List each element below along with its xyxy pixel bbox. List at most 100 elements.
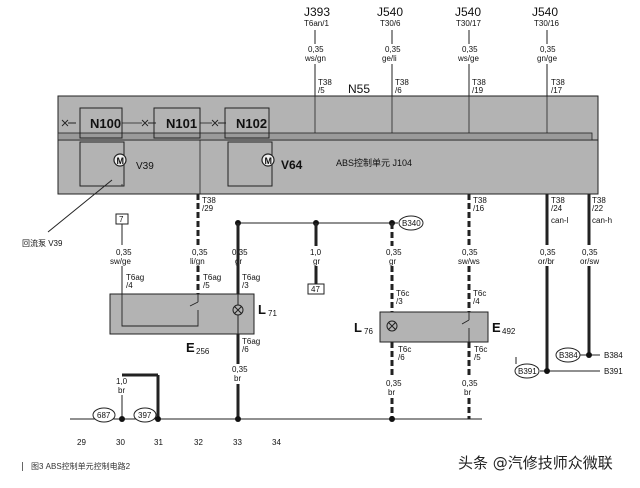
module-title: ABS控制单元 J104 (336, 157, 412, 168)
pin-sub: /24 (551, 204, 563, 213)
wire-color: ws/ge (457, 54, 479, 63)
svg-text:M: M (117, 156, 125, 166)
wire-color: gn/ge (537, 54, 558, 63)
pin-label: T38 (551, 196, 565, 205)
junction-dot (544, 368, 550, 374)
switch-icon (461, 312, 470, 342)
junction-dot (155, 416, 161, 422)
lamp-label-l71-sub: 71 (268, 309, 277, 318)
pin-sub: /22 (592, 204, 604, 213)
switch-icon (189, 294, 199, 318)
wire-size: 0,35 (232, 365, 248, 374)
wire-size: 0,35 (462, 379, 478, 388)
switch-lamp-box-left (109, 293, 255, 335)
pin-sub: /4 (473, 297, 480, 306)
wire-size: 1,0 (310, 248, 322, 257)
pin-sub: /4 (126, 281, 133, 290)
scale-number: 31 (154, 438, 163, 447)
pump-label: 回流泵 V39 (22, 238, 63, 248)
pin-sub: /3 (242, 281, 249, 290)
wire-size: 0,35 (386, 379, 402, 388)
wire-color: or/br (538, 257, 555, 266)
pin-label: T38 (473, 196, 487, 205)
connector-ref: J393 (304, 5, 330, 19)
pin-label: T38 (202, 196, 216, 205)
ref-7-label: 7 (119, 215, 124, 224)
pin-label: T6ag (203, 273, 221, 282)
wire-color: ws/gn (304, 54, 326, 63)
b384-label: B384 (559, 351, 578, 360)
pin-sub: /6 (242, 345, 249, 354)
switch-label-e492: E (492, 320, 501, 335)
wire-size: 0,35 (462, 248, 478, 257)
scale-numbers: 29 30 31 32 33 34 (77, 438, 281, 447)
can-label: can-l (551, 216, 569, 225)
valve-label-n102: N102 (236, 116, 267, 131)
wire-color: sw/ge (110, 257, 131, 266)
wire-size: 0,35 (462, 45, 478, 54)
pin-sub: /17 (551, 86, 563, 95)
motor-label-v39: V39 (136, 161, 154, 172)
ref-397 (133, 407, 157, 423)
connector-sub: T30/16 (534, 19, 559, 28)
pin-label: T6c (398, 345, 411, 354)
wire-size: 0,35 (385, 45, 401, 54)
b340-label: B340 (402, 219, 421, 228)
pin-label: T6ag (242, 273, 260, 282)
figure-caption: 图3 ABS控制单元控制电路2 (22, 461, 130, 472)
wire-size: 0,35 (116, 248, 132, 257)
pin-label: T38 (472, 78, 486, 87)
wire-size: 0,35 (308, 45, 324, 54)
pin-sub: /29 (202, 204, 214, 213)
caption-text: 图3 ABS控制单元控制电路2 (31, 462, 131, 471)
pin-sub: /6 (398, 353, 405, 362)
pin-label: T38 (592, 196, 606, 205)
switch-lamp-box-right (379, 311, 489, 343)
b391-text: B391 (604, 367, 623, 376)
wire-size: 0,35 (540, 248, 556, 257)
pin-sub: /5 (474, 353, 481, 362)
pin-label: T6c (396, 289, 409, 298)
wire-color: gr (313, 257, 320, 266)
lamp-label-l76: L (354, 320, 362, 335)
wire-color: br (388, 388, 395, 397)
wire-color: br (118, 386, 125, 395)
motor-label-v64: V64 (281, 158, 303, 172)
pump-callout-line (47, 179, 113, 233)
scale-number: 34 (272, 438, 281, 447)
wire-size: 0,35 (386, 248, 402, 257)
b391-ref (514, 363, 540, 379)
top-connectors: J393 T6an/1 0,35 ws/gn T38 /5 J540 T30/6… (304, 5, 565, 133)
wire-size: 0,35 (582, 248, 598, 257)
junction-dot (586, 352, 592, 358)
lamp-label-l71: L (258, 302, 266, 317)
module-label-n55: N55 (348, 82, 370, 96)
b384-ref (555, 347, 581, 363)
pin-label: T6c (474, 345, 487, 354)
b340-ref (398, 215, 424, 231)
pin-label: T38 (318, 78, 332, 87)
pin-sub: /6 (395, 86, 402, 95)
scale-number: 33 (233, 438, 242, 447)
svg-text:M: M (265, 156, 273, 166)
ref-47-label: 47 (311, 285, 320, 294)
pin-sub: /16 (473, 204, 485, 213)
can-label: can-h (592, 216, 612, 225)
wire-color: sw/ws (458, 257, 480, 266)
ref-47-box (307, 283, 325, 295)
pin-sub: /3 (396, 297, 403, 306)
wire-size: 0,35 (540, 45, 556, 54)
lamp-label-l76-sub: 76 (364, 327, 373, 336)
connector-ref: J540 (377, 5, 403, 19)
valve-label-n101: N101 (166, 116, 197, 131)
b391-label: B391 (518, 367, 537, 376)
scale-number: 29 (77, 438, 86, 447)
pin-label: T6c (473, 289, 486, 298)
scale-number: 32 (194, 438, 203, 447)
pin-sub: /5 (203, 281, 210, 290)
connector-sub: T30/6 (380, 19, 401, 28)
wire-size: 0,35 (192, 248, 208, 257)
valve-icon (61, 119, 226, 127)
ref-687-label: 687 (97, 411, 111, 420)
